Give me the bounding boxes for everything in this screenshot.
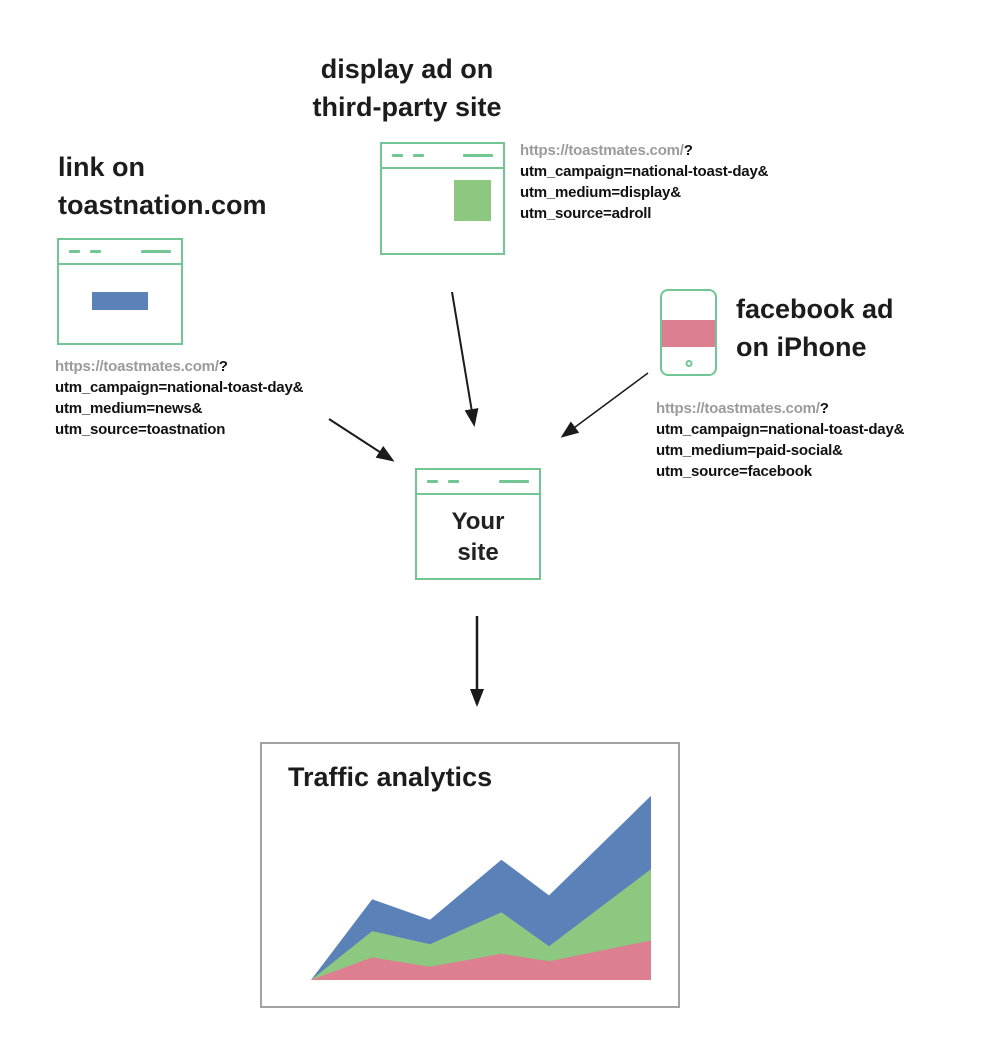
toolbar-dash — [90, 250, 101, 253]
your-site-box: Your site — [415, 468, 541, 580]
facebook-url: https://toastmates.com/? utm_campaign=na… — [656, 398, 996, 482]
facebook-ad-title: facebook ad on iPhone — [736, 294, 894, 362]
url-line: https://toastmates.com/? — [520, 140, 860, 161]
display-ad-placement-icon — [454, 180, 491, 221]
traffic-analytics-box: Traffic analytics — [260, 742, 680, 1008]
browser-toolbar — [417, 470, 539, 495]
toolbar-dash — [448, 480, 459, 483]
arrow-display-to-site — [451, 291, 479, 427]
traffic-analytics-title: Traffic analytics — [288, 762, 493, 792]
utm-param: utm_medium=paid-social& — [656, 442, 843, 459]
utm-param: utm_medium=news& — [55, 400, 203, 417]
url-base: https://toastmates.com/ — [55, 358, 219, 375]
utm-param: utm_source=toastnation — [55, 421, 226, 438]
toolbar-dash — [69, 250, 80, 253]
toolbar-dash — [499, 480, 529, 483]
toastnation-browser-icon — [57, 238, 183, 345]
display-ad-browser-icon — [380, 142, 505, 255]
area-series-green — [311, 869, 651, 980]
url-line: https://toastmates.com/? — [656, 398, 996, 419]
utm-param: utm_source=adroll — [520, 205, 652, 222]
url-line: https://toastmates.com/? — [55, 356, 395, 377]
toolbar-dash — [141, 250, 171, 253]
url-query-mark: ? — [819, 400, 829, 417]
area-series-pink — [311, 940, 651, 980]
url-base: https://toastmates.com/ — [656, 400, 820, 417]
toolbar-dash — [392, 154, 403, 157]
arrow-facebook-to-site — [560, 372, 649, 438]
phone-icon — [660, 289, 717, 376]
browser-toolbar — [382, 144, 503, 169]
home-button-icon — [685, 360, 692, 367]
display-ad-url: https://toastmates.com/? utm_campaign=na… — [520, 140, 860, 224]
toolbar-dash — [427, 480, 438, 483]
utm-param: utm_campaign=national-toast-day& — [55, 379, 304, 396]
link-placement-icon — [92, 292, 148, 310]
toolbar-dash — [463, 154, 493, 157]
url-base: https://toastmates.com/ — [520, 142, 684, 159]
toolbar-dash — [413, 154, 424, 157]
your-site-label: Your site — [451, 508, 505, 566]
url-query-mark: ? — [218, 358, 228, 375]
toastnation-url: https://toastmates.com/? utm_campaign=na… — [55, 356, 395, 440]
toastnation-title: link on toastnation.com — [58, 152, 267, 220]
facebook-ad-band-icon — [662, 320, 715, 347]
display-ad-title: display ad on third-party site — [312, 54, 502, 122]
utm-param: utm_medium=display& — [520, 184, 681, 201]
utm-param: utm_campaign=national-toast-day& — [520, 163, 769, 180]
utm-param: utm_campaign=national-toast-day& — [656, 421, 905, 438]
utm-param: utm_source=facebook — [656, 463, 812, 480]
browser-toolbar — [59, 240, 181, 265]
traffic-area-chart — [311, 795, 651, 980]
url-query-mark: ? — [683, 142, 693, 159]
